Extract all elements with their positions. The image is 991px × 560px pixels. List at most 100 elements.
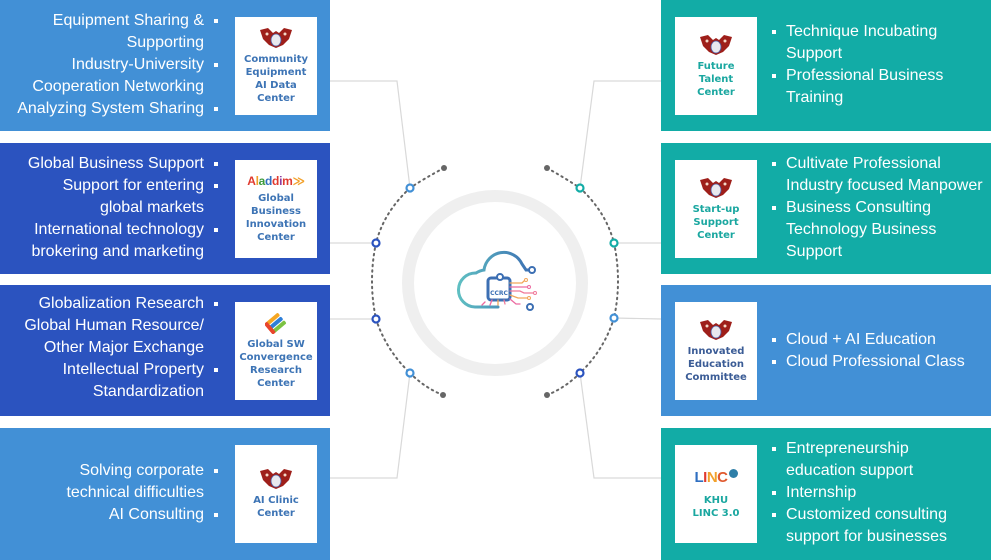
- orbit-end-dot: [441, 165, 447, 171]
- item-text: Training: [786, 89, 844, 106]
- list-item: Solving corporate technical difficulties: [66, 460, 218, 504]
- list-item: Globalization Research Global Human Reso…: [24, 293, 218, 359]
- item-list: Globalization Research Global Human Reso…: [24, 293, 218, 403]
- center-name-line: AI Data: [255, 80, 297, 91]
- orbit-end-dot: [440, 392, 446, 398]
- item-text: Entrepreneurship: [786, 440, 909, 457]
- item-text: Business Consulting: [786, 199, 931, 216]
- item-text: support for businesses: [786, 528, 947, 545]
- center-card: Global SW Convergence Research Center: [235, 302, 317, 400]
- section-global-sw: Globalization Research Global Human Reso…: [0, 285, 330, 416]
- item-text: Supporting: [126, 34, 204, 51]
- center-name-line: LINC 3.0: [692, 507, 740, 519]
- node-innovated-education: [609, 313, 619, 323]
- bullet-icon: [214, 184, 218, 188]
- list-item: Analyzing System Sharing: [17, 98, 218, 120]
- center-name-line: AI Clinic: [253, 495, 299, 506]
- center-name: AI Clinic Center: [253, 494, 299, 520]
- item-text: Support: [786, 45, 843, 62]
- connector-lines: [330, 80, 662, 479]
- bullet-icon: [214, 63, 218, 67]
- bullet-icon: [772, 338, 776, 342]
- linc-globe-icon: [728, 468, 738, 478]
- bullet-icon: [214, 368, 218, 372]
- bullet-icon: [772, 162, 776, 166]
- section-ai-clinic: Solving corporate technical difficulties…: [0, 428, 330, 560]
- center-name: KHU LINC 3.0: [693, 494, 740, 520]
- section-khu-linc: LINC KHU LINC 3.0 Entrepreneurship educa…: [661, 428, 991, 560]
- center-card: Start-up Support Center: [675, 160, 757, 258]
- item-text: education support: [786, 462, 914, 479]
- bullet-icon: [214, 228, 218, 232]
- bullet-icon: [772, 30, 776, 34]
- list-item: Entrepreneurship education support: [772, 438, 947, 482]
- item-text: brokering and marketing: [31, 243, 204, 260]
- bullet-icon: [772, 513, 776, 517]
- center-name-line: Global SW: [247, 339, 305, 350]
- center-name: Community Equipment AI Data Center: [244, 53, 308, 105]
- orbit-arc: [546, 372, 581, 396]
- orbit-arc: [375, 187, 411, 244]
- orbit-arc: [375, 318, 411, 374]
- item-text: Internship: [786, 484, 857, 501]
- list-item: Industry-University Cooperation Networki…: [17, 54, 218, 98]
- orbit-arc: [613, 242, 619, 319]
- center-name-line: Community: [243, 54, 308, 65]
- item-list: Solving corporate technical difficulties…: [66, 460, 218, 526]
- orbit-arc: [409, 372, 444, 396]
- item-text: Analyzing System Sharing: [17, 100, 204, 117]
- center-name-line: Talent: [698, 73, 734, 85]
- list-item: Global Business Support: [28, 153, 218, 175]
- connector-line: [613, 317, 662, 320]
- center-name-line: Business: [251, 206, 301, 217]
- item-text: Other Major Exchange: [43, 339, 204, 356]
- item-text: Technology Business: [786, 221, 937, 238]
- orbit-arc: [546, 167, 581, 189]
- item-list: Cloud + AI Education Cloud Professional …: [772, 329, 965, 373]
- center-name-line: Start-up: [692, 203, 740, 215]
- item-text: International technology: [34, 221, 204, 238]
- list-item: Professional Business Training: [772, 65, 943, 109]
- center-name-line: Global: [258, 193, 294, 204]
- item-text: Professional Business: [786, 67, 944, 84]
- item-text: Global Business Support: [27, 155, 204, 172]
- center-name-line: Committee: [685, 371, 747, 383]
- center-card: Innovated Education Committee: [675, 302, 757, 400]
- bullet-icon: [772, 206, 776, 210]
- section-global-business: Global Business Support Support for ente…: [0, 143, 330, 274]
- list-item: Customized consulting support for busine…: [772, 504, 947, 548]
- node-ai-clinic: [405, 368, 415, 378]
- center-logo-label: CCRC: [490, 290, 508, 297]
- connector-line: [579, 80, 661, 189]
- connector-line: [330, 372, 411, 479]
- node-community-equipment: [405, 183, 415, 193]
- center-name-line: KHU: [703, 494, 729, 506]
- item-text: Support for entering: [62, 177, 204, 194]
- center-card: Aladdim≫ Global Business Innovation Cent…: [235, 160, 317, 258]
- bullet-icon: [214, 302, 218, 306]
- university-emblem-icon: [260, 28, 292, 48]
- item-text: Global Human Resource/: [24, 317, 204, 334]
- item-text: technical difficulties: [66, 484, 204, 501]
- center-name: Global Business Innovation Center: [246, 192, 306, 244]
- item-list: Global Business Support Support for ente…: [28, 153, 218, 263]
- orbit-arc: [579, 187, 615, 244]
- center-name-line: Research: [250, 365, 302, 376]
- center-name-line: Education: [688, 358, 744, 370]
- list-item: Support for entering global markets: [28, 175, 218, 219]
- connector-nodes: [371, 183, 619, 378]
- university-emblem-icon: [260, 469, 292, 489]
- list-item: Technique Incubating Support: [772, 21, 943, 65]
- item-text: Cultivate Professional: [786, 155, 941, 172]
- item-text: Cooperation Networking: [32, 78, 204, 95]
- section-innovated-education: Innovated Education Committee Cloud + AI…: [661, 285, 991, 416]
- connector-line: [579, 372, 661, 479]
- item-text: Solving corporate: [79, 462, 204, 479]
- center-name: Global SW Convergence Research Center: [239, 338, 312, 390]
- cloud-circuit-icon: CCRC: [457, 250, 537, 311]
- item-text: AI Consulting: [108, 506, 204, 523]
- center-name-line: Center: [257, 508, 295, 519]
- list-item: Equipment Sharing & Supporting: [17, 10, 218, 54]
- item-list: Cultivate Professional Industry focused …: [772, 153, 983, 263]
